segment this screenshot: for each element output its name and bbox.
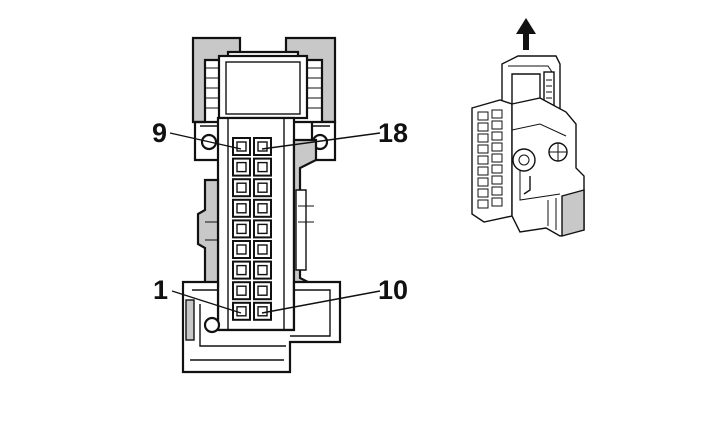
arrow-up-icon (516, 18, 536, 50)
terminal-cavity (253, 281, 272, 301)
side-slot (477, 122, 489, 132)
side-slot (491, 175, 503, 185)
side-slot (477, 155, 489, 165)
side-slot (491, 142, 503, 152)
side-slot (477, 166, 489, 176)
leader-lines (169, 132, 381, 314)
terminal-cavity (232, 260, 251, 280)
terminal-cavity (253, 178, 272, 198)
side-slot (491, 131, 503, 141)
side-slot (477, 199, 489, 209)
side-slot (491, 186, 503, 196)
terminal-cavity (232, 240, 251, 259)
terminal-cavity (232, 301, 251, 321)
leader-line-1 (171, 290, 242, 314)
terminal-grid (232, 137, 272, 321)
top-latch (191, 36, 337, 124)
terminal-cavity (253, 219, 272, 239)
terminal-cavity (253, 198, 272, 218)
leader-line-9 (169, 132, 242, 150)
terminal-cavity (232, 281, 251, 301)
terminal-cavity (253, 240, 272, 259)
side-slot (491, 197, 503, 207)
terminal-cavity (232, 198, 251, 218)
connector-front-view: 9 18 1 10 (152, 36, 408, 374)
terminal-cavity (232, 219, 251, 239)
connector-side-view (471, 18, 585, 237)
lower-housing (181, 280, 342, 374)
terminal-cavity (232, 178, 251, 198)
pin-label-9: 9 (152, 118, 167, 148)
terminal-cavity (253, 157, 272, 177)
terminal-cavity (232, 137, 251, 156)
leader-line-10 (261, 290, 381, 314)
pin-label-1: 1 (153, 275, 168, 305)
side-slot (477, 111, 489, 121)
terminal-cavity (253, 260, 272, 280)
terminal-cavity (232, 157, 251, 177)
side-slot (491, 109, 503, 119)
left-rib (196, 178, 220, 288)
side-slot (477, 144, 489, 154)
side-slot (491, 153, 503, 163)
pin-label-18: 18 (378, 118, 408, 148)
side-lever (292, 138, 318, 302)
side-slot (491, 120, 503, 130)
leader-line-18 (261, 132, 381, 150)
terminal-cavity (253, 137, 272, 156)
side-terminal-slots (477, 109, 503, 209)
pin-label-10: 10 (378, 275, 408, 305)
side-body (471, 97, 585, 237)
side-slot (477, 133, 489, 143)
side-slot (477, 177, 489, 187)
side-slot (491, 164, 503, 174)
side-slot (477, 188, 489, 198)
